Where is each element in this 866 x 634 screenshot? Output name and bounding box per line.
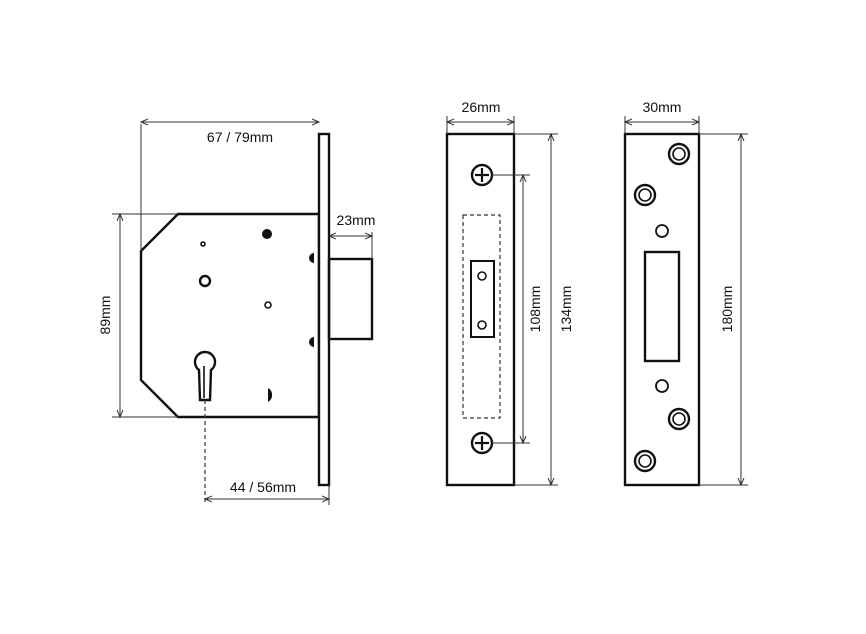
small-hole [200, 241, 206, 247]
countersunk-hole-icon-3 [667, 407, 691, 431]
lock-side-view: 67 / 79mm 89mm 23mm 44 / 56mm [97, 122, 375, 505]
screw-icon-top [470, 163, 494, 187]
label-backset: 44 / 56mm [230, 479, 296, 495]
small-hole-2 [264, 301, 272, 309]
bolt-slot-hole-top [477, 271, 487, 281]
label-keep-length: 180mm [719, 286, 735, 333]
countersunk-hole-icon-1 [667, 142, 691, 166]
rivet-hole-filled [262, 229, 272, 239]
bolt-outline-dashed [462, 214, 501, 419]
spindle-hole [198, 274, 212, 288]
label-lock-width: 67 / 79mm [207, 129, 273, 145]
label-lock-height: 89mm [97, 296, 113, 335]
lock-case [139, 212, 321, 419]
forend-notch-top [309, 253, 314, 263]
screw-icon-bottom [470, 431, 494, 455]
keep-small-hole-bottom [655, 379, 669, 393]
bolt-slot [470, 260, 495, 338]
forend-plate [445, 132, 516, 487]
forend-front-view: 26mm 108mm 134mm [445, 99, 574, 487]
label-forend-length: 134mm [558, 286, 574, 333]
half-hole [268, 388, 273, 402]
label-bolt-throw: 23mm [337, 212, 376, 228]
countersunk-hole-icon-4 [633, 449, 657, 473]
keep-plate-view: 30mm 180mm [623, 99, 748, 487]
forend-notch-bottom [309, 337, 314, 347]
keep-plate [623, 132, 701, 487]
countersunk-hole-icon-2 [633, 183, 657, 207]
label-forend-width: 26mm [462, 99, 501, 115]
deadbolt [327, 257, 374, 341]
bolt-slot-hole-bottom [477, 320, 487, 330]
keyhole-icon [193, 350, 217, 402]
label-keep-width: 30mm [643, 99, 682, 115]
keep-small-hole-top [655, 224, 669, 238]
lock-forend-plate [317, 132, 331, 487]
label-fixing-centres: 108mm [527, 286, 543, 333]
keep-aperture [643, 250, 681, 363]
